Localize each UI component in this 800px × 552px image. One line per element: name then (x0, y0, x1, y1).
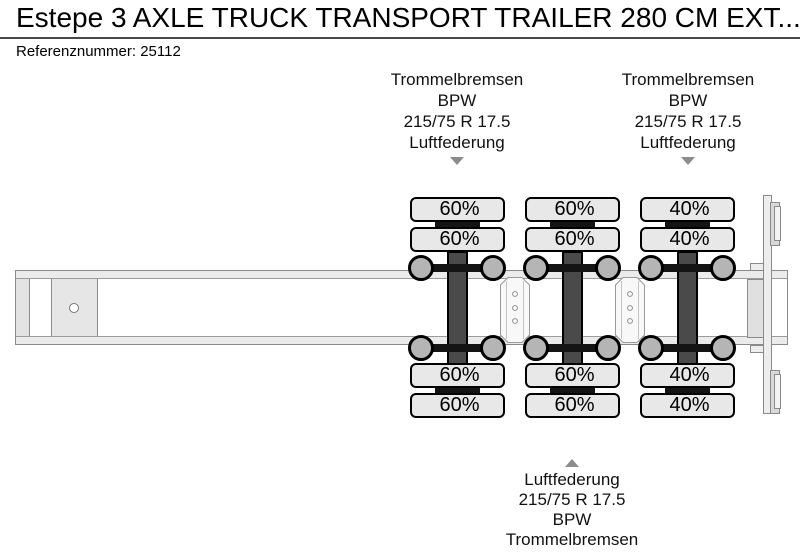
tire-wear-badge: 60% (410, 393, 505, 418)
tire-wear-badge: 60% (525, 363, 620, 388)
spec-brakes: Trommelbremsen (505, 530, 639, 549)
axle-assembly-2: 60% 60% 60% 60% (523, 197, 621, 418)
page-title: Estepe 3 AXLE TRUCK TRANSPORT TRAILER 28… (16, 2, 800, 33)
suspension-bracket (615, 277, 645, 343)
tail-lamp-lens (774, 374, 781, 409)
wheel-hub (480, 255, 506, 281)
dual-tire-link (665, 221, 710, 228)
axle-stub (536, 344, 609, 352)
pointer-up-icon (565, 459, 579, 467)
tire-wear-badge: 40% (640, 393, 735, 418)
axle-stub (421, 264, 494, 272)
spec-suspension: Luftfederung (409, 133, 505, 152)
spec-tire-size: 215/75 R 17.5 (518, 490, 626, 509)
wheel-hub (595, 255, 621, 281)
tire-wear-badge: 40% (640, 197, 735, 222)
wheel-hub (638, 255, 664, 281)
dual-tire-link (550, 221, 595, 228)
spec-tire-size: 215/75 R 17.5 (634, 112, 742, 131)
pointer-down-icon (450, 157, 464, 165)
wheel-hub (638, 335, 664, 361)
tire-wear-badge: 60% (410, 363, 505, 388)
spec-brakes: Trommelbremsen (390, 70, 524, 89)
chassis-rail-bottom (16, 336, 787, 344)
dual-tire-link (435, 387, 480, 394)
rear-bumper-bar (763, 195, 772, 414)
callout-axle-2-specs: Luftfederung 215/75 R 17.5 BPW Trommelbr… (462, 470, 682, 550)
axle-stub (536, 264, 609, 272)
pointer-down-icon (681, 157, 695, 165)
title-divider (0, 37, 800, 39)
kingpin (69, 303, 79, 313)
dual-tire-link (550, 387, 595, 394)
tire-wear-badge: 40% (640, 363, 735, 388)
front-cap (16, 279, 30, 336)
spec-brand: BPW (437, 91, 477, 110)
trailer-body (15, 270, 788, 345)
spec-suspension: Luftfederung (640, 133, 736, 152)
wheel-hub (523, 335, 549, 361)
spec-brand: BPW (668, 91, 708, 110)
dual-tire-link (665, 387, 710, 394)
wheel-hub (710, 335, 736, 361)
axle-assembly-1: 60% 60% 60% 60% (408, 197, 506, 418)
callout-axle-1-specs: Trommelbremsen BPW 215/75 R 17.5 Luftfed… (347, 69, 567, 153)
callout-axle-3-specs: Trommelbremsen BPW 215/75 R 17.5 Luftfed… (578, 69, 798, 153)
wheel-hub (408, 335, 434, 361)
wheel-hub (408, 255, 434, 281)
axle-stub (651, 344, 724, 352)
spec-suspension: Luftfederung (524, 470, 620, 489)
tail-lamp-lens (774, 206, 781, 241)
spec-tire-size: 215/75 R 17.5 (403, 112, 511, 131)
wheel-hub (710, 255, 736, 281)
tire-wear-badge: 60% (525, 197, 620, 222)
chassis-rail-top (16, 271, 787, 279)
tire-wear-badge: 60% (525, 227, 620, 252)
tire-wear-badge: 60% (525, 393, 620, 418)
tire-wear-badge: 40% (640, 227, 735, 252)
suspension-bracket (500, 277, 530, 343)
reference-number: Referenznummer: 25112 (16, 43, 181, 60)
wheel-hub (523, 255, 549, 281)
wheel-hub (595, 335, 621, 361)
axle-assembly-3: 40% 40% 40% 40% (638, 197, 736, 418)
tire-wear-badge: 60% (410, 227, 505, 252)
spec-brand: BPW (552, 510, 592, 529)
tire-wear-badge: 60% (410, 197, 505, 222)
axle-stub (651, 264, 724, 272)
kingpin-plate (51, 279, 98, 336)
spec-brakes: Trommelbremsen (621, 70, 755, 89)
dual-tire-link (435, 221, 480, 228)
wheel-hub (480, 335, 506, 361)
axle-stub (421, 344, 494, 352)
